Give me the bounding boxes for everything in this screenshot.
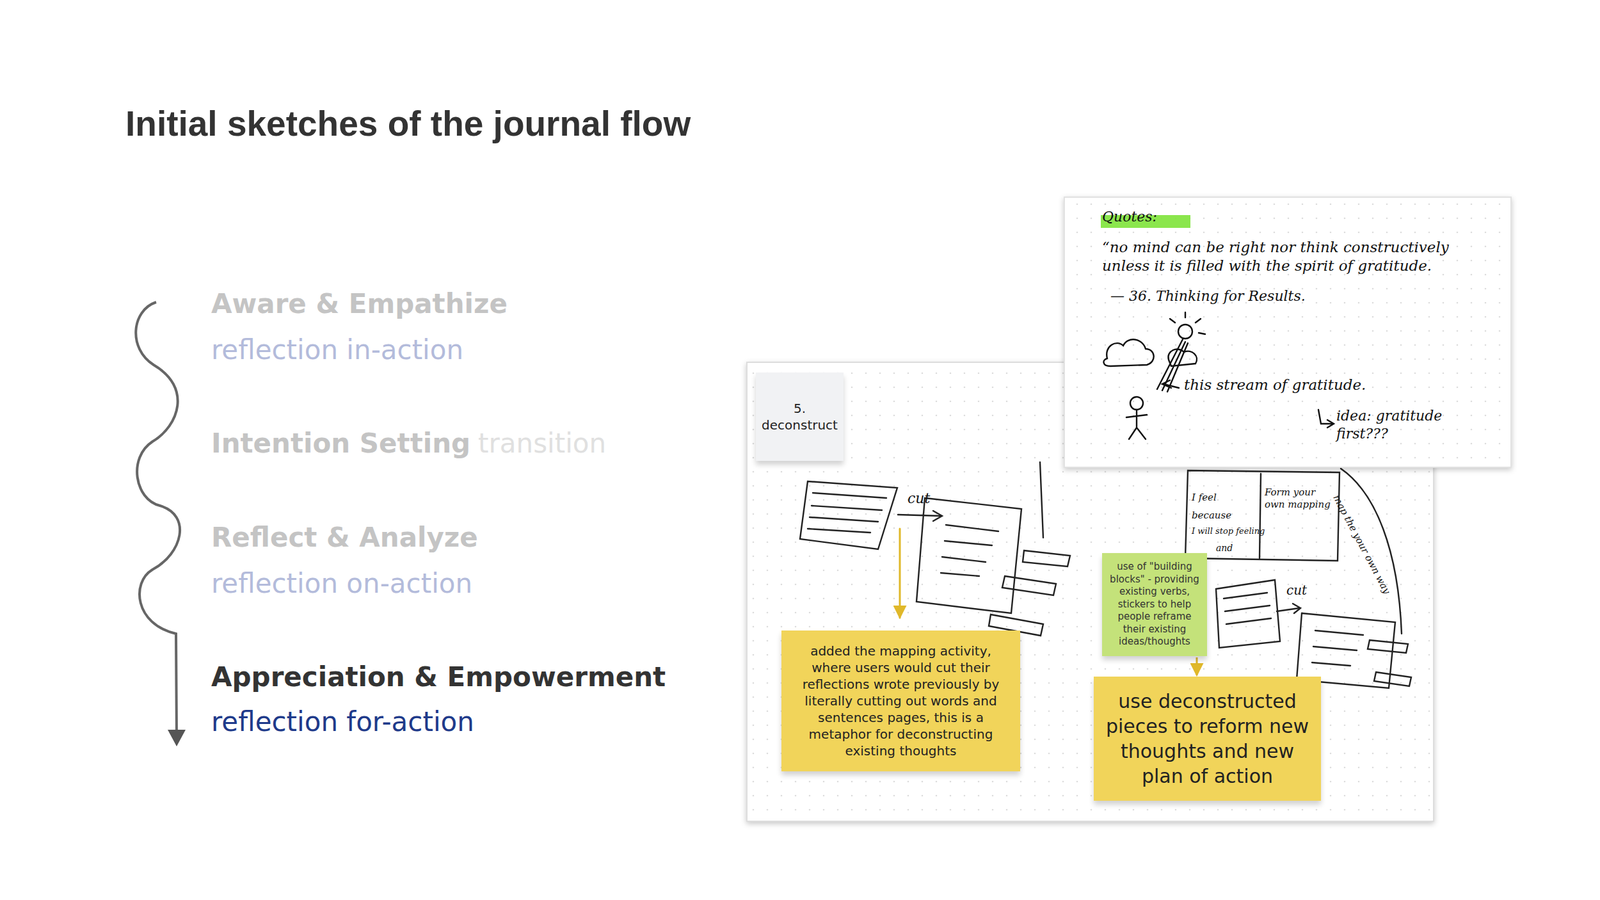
- stage-subtitle: reflection for-action: [211, 705, 475, 738]
- sticky-note: use of "building blocks" - providing exi…: [1102, 552, 1208, 656]
- handwritten-note: cut: [1286, 582, 1307, 598]
- connector-arrow: [1196, 657, 1199, 676]
- handwritten-note: this stream of gratitude.: [1184, 376, 1366, 395]
- flow-arrowhead: [167, 729, 186, 747]
- handwritten-note: Quotes:: [1102, 208, 1158, 226]
- sticky-note: added the mapping activity, where users …: [781, 630, 1021, 772]
- stage-subtitle: transition: [478, 427, 607, 460]
- quote-panel: [1064, 197, 1512, 468]
- handwritten-note: idea: gratitude first???: [1336, 407, 1446, 443]
- step-card: 5. deconstruct: [755, 372, 844, 461]
- handwritten-note: Form your own mapping: [1264, 486, 1336, 511]
- stage-heading: Reflect & Analyze: [211, 521, 479, 554]
- handwritten-note: — 36. Thinking for Results.: [1110, 288, 1306, 305]
- node-text: use of "building blocks" - providing exi…: [1107, 560, 1202, 649]
- handwritten-note: because: [1191, 509, 1232, 521]
- stage-heading: Intention Setting: [211, 427, 471, 460]
- title: Initial sketches of the journal flow: [125, 102, 691, 145]
- sticky-note: use deconstructed pieces to reform new t…: [1093, 676, 1321, 801]
- node-text: 5. deconstruct: [761, 400, 838, 434]
- handwritten-note: and: [1216, 542, 1233, 554]
- node-text: use deconstructed pieces to reform new t…: [1102, 688, 1312, 789]
- stage-subtitle: reflection on-action: [211, 567, 473, 600]
- node-text: added the mapping activity, where users …: [791, 642, 1010, 760]
- handwritten-note: I will stop feeling: [1191, 526, 1265, 537]
- handwritten-note: I feel: [1191, 491, 1217, 504]
- flow-line: [135, 302, 180, 736]
- gratitude-drawing: [1104, 312, 1334, 440]
- handwritten-note: cut: [907, 490, 930, 507]
- handwritten-quote: “no mind can be right nor think construc…: [1102, 238, 1474, 276]
- handwritten-note: map the your own way: [1330, 492, 1393, 596]
- stage-subtitle: reflection in-action: [211, 334, 464, 367]
- stage-heading: Aware & Empathize: [211, 288, 508, 320]
- stage-heading: Appreciation & Empowerment: [211, 661, 666, 694]
